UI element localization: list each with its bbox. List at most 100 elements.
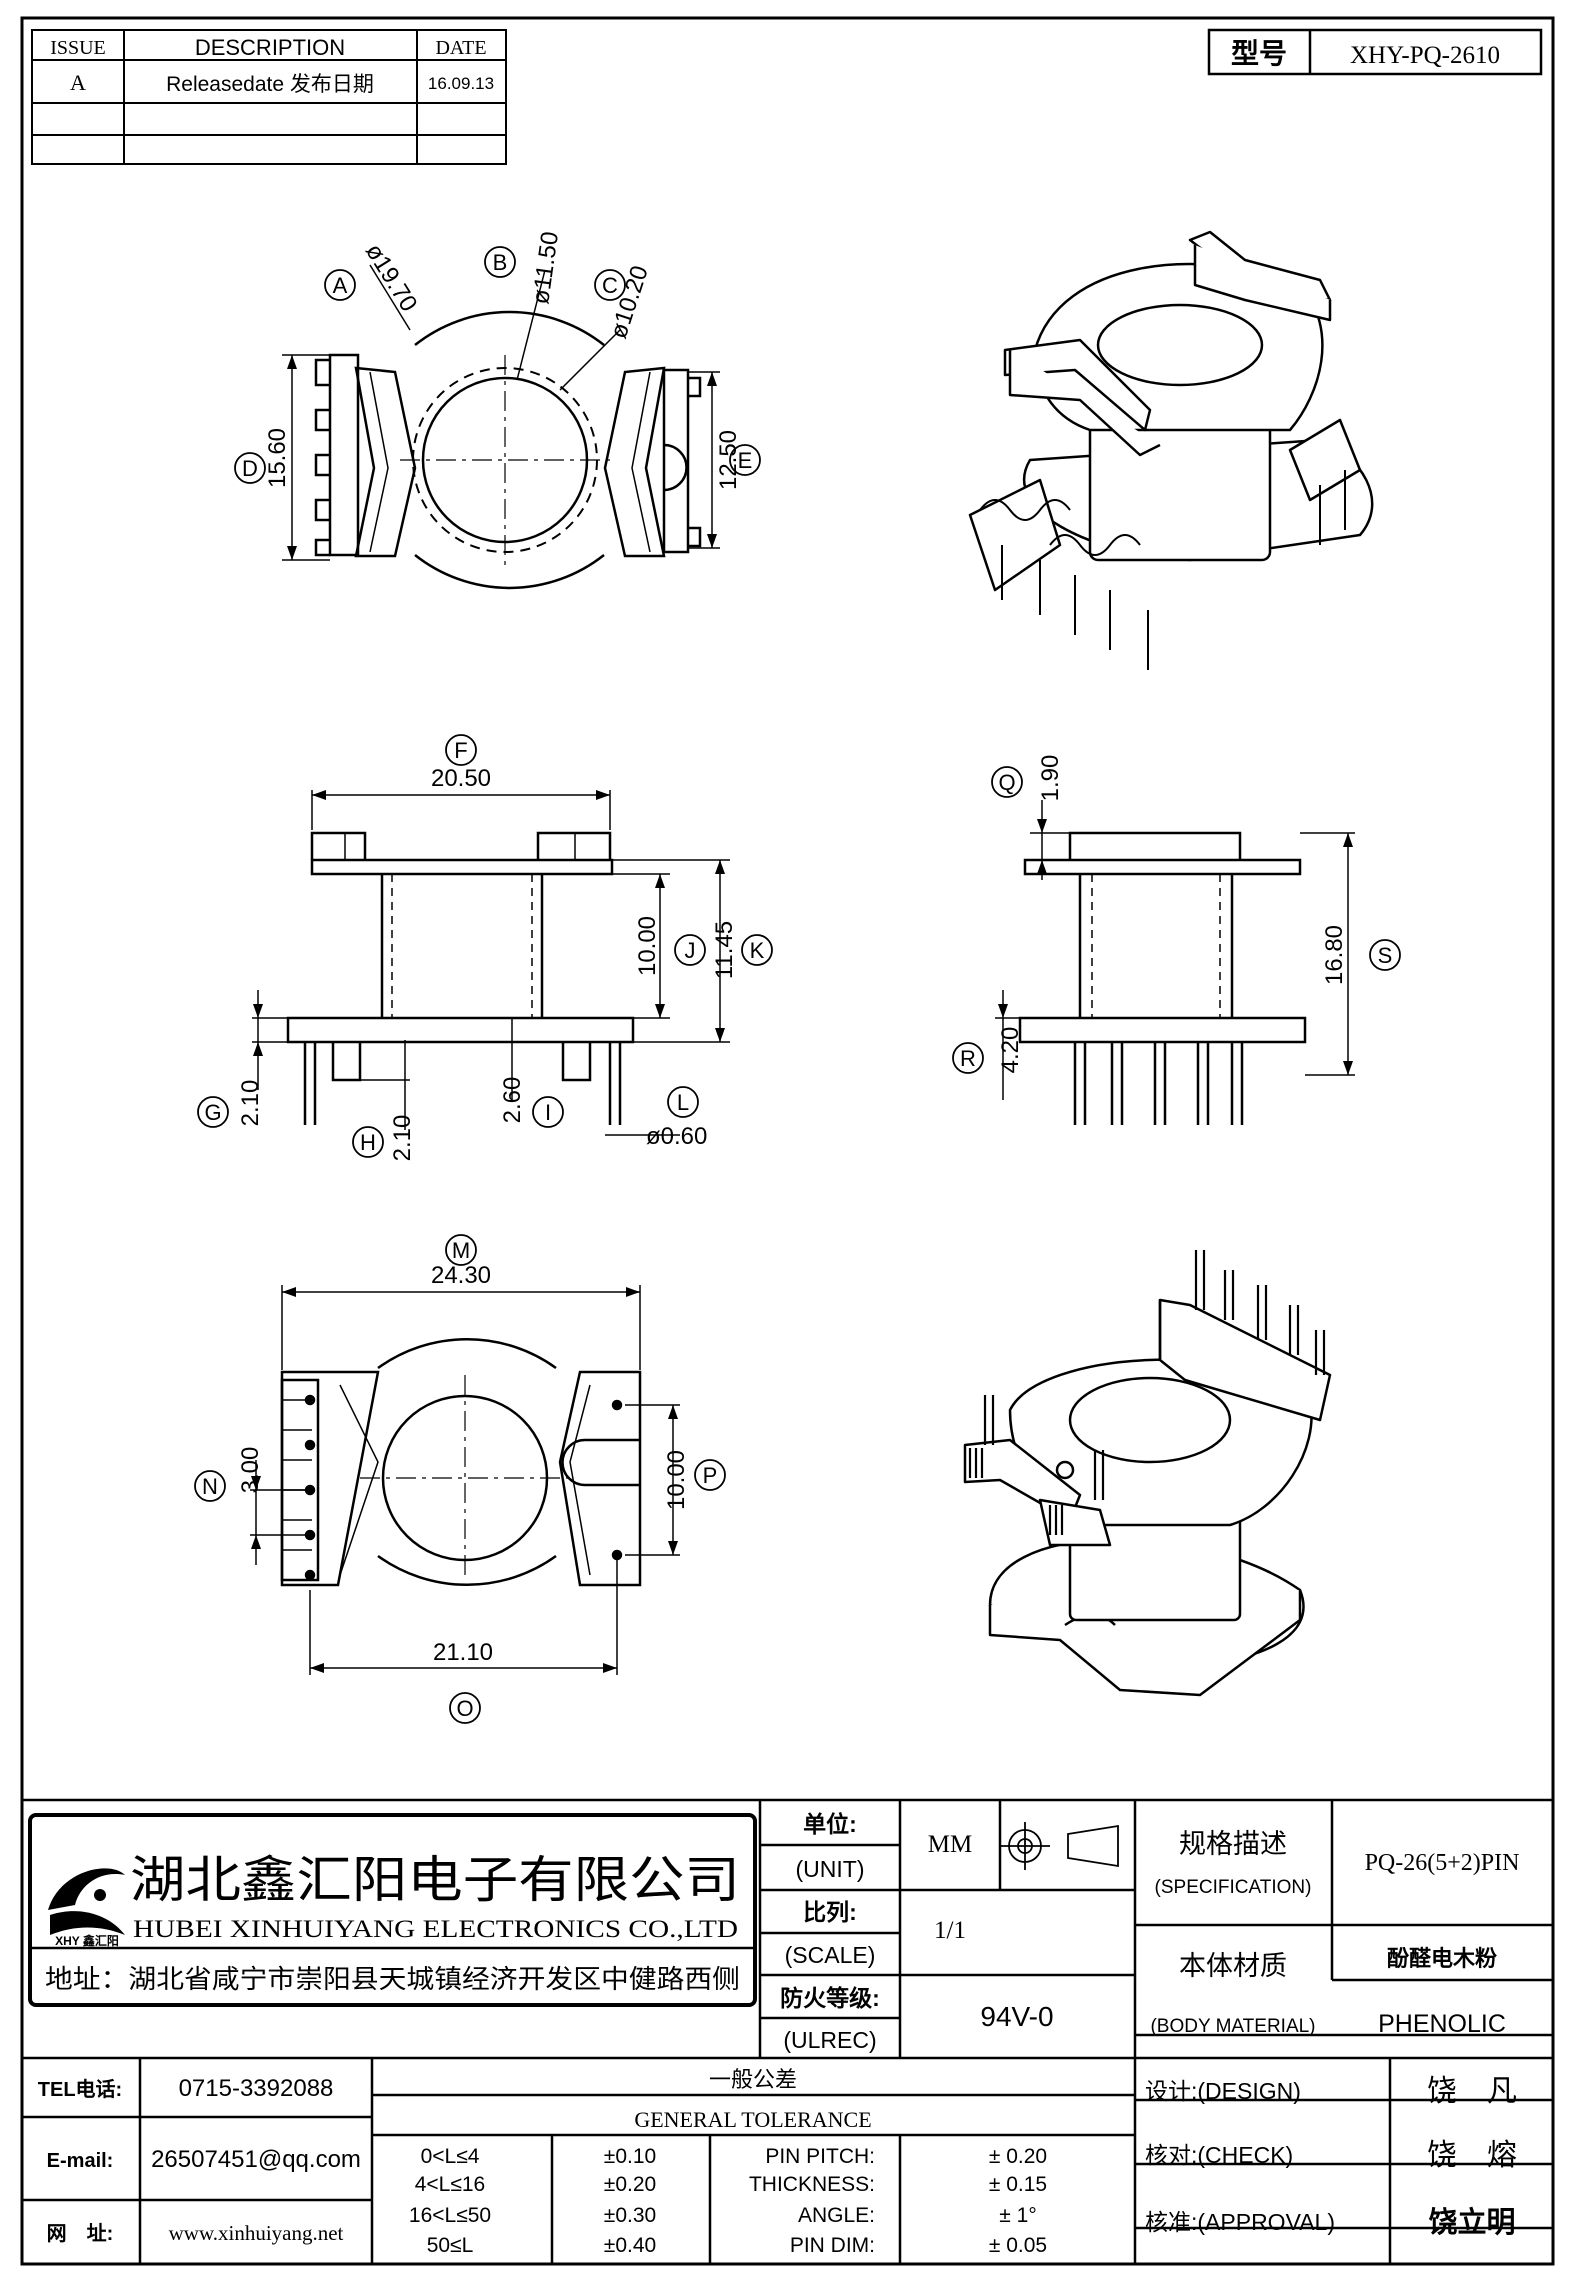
scale-value: 1/1 — [934, 1917, 966, 1944]
tolerance-range-1: 0<L≤4 — [421, 2145, 480, 2168]
side-view-arrows — [998, 819, 1353, 1075]
isometric-view-top-pins — [979, 470, 1346, 670]
projection-symbol-icon — [1000, 1822, 1119, 1870]
dim-o-value: 21.10 — [433, 1639, 493, 1666]
approval-label: 核准:(APPROVAL) — [1145, 2209, 1335, 2235]
email-label: E-mail: — [47, 2150, 114, 2172]
side-view-dim-lines — [995, 800, 1355, 1100]
email-value: 26507451@qq.com — [151, 2146, 361, 2173]
callout-n-label: N — [202, 1474, 218, 1499]
callout-h: H — [352, 1126, 384, 1158]
company-address: 地址：湖北省咸宁市崇阳县天城镇经济开发区中健路西侧 — [45, 1964, 740, 1994]
rev-row-date: 16.09.13 — [428, 74, 494, 93]
callout-i: I — [532, 1096, 564, 1128]
param-pin-dim-label: PIN DIM: — [790, 2234, 875, 2257]
callout-g: G — [197, 1096, 229, 1128]
bottom-view — [280, 1338, 642, 1587]
dim-p-value: 10.00 — [663, 1450, 690, 1510]
approval-name: 饶立明 — [1428, 2205, 1515, 2239]
scale-label: 比列: — [803, 1899, 857, 1925]
material-label: 本体材质 — [1179, 1951, 1287, 1981]
title-block-grid — [22, 1798, 1553, 2264]
tolerance-title-en: GENERAL TOLERANCE — [634, 2107, 871, 2132]
unit-value: MM — [928, 1831, 972, 1858]
isometric-view-bottom — [963, 1298, 1332, 1697]
top-view-dim-lines — [282, 264, 720, 561]
material-label-en: (BODY MATERIAL) — [1150, 2016, 1315, 2037]
tel-value: 0715-3392088 — [179, 2075, 334, 2102]
tolerance-value-3: ±0.30 — [604, 2204, 656, 2227]
param-angle-value: ± 1° — [999, 2204, 1036, 2227]
callout-c-label: C — [602, 273, 618, 298]
top-view — [314, 310, 702, 590]
tolerance-range-2: 4<L≤16 — [415, 2173, 486, 2196]
front-view-arrows — [253, 790, 725, 1056]
callout-a-label: A — [333, 273, 348, 298]
dim-d-value: 15.60 — [264, 428, 291, 488]
callout-r-label: R — [960, 1046, 976, 1071]
front-view — [286, 831, 635, 1125]
front-view-dim-lines — [252, 790, 730, 1136]
dim-k-value: 11.45 — [711, 921, 738, 979]
callout-q: Q — [991, 766, 1023, 798]
callout-c: C — [594, 269, 626, 301]
callout-p-label: P — [703, 1463, 718, 1488]
tel-label: TEL电话: — [38, 2078, 122, 2101]
model-box — [1207, 28, 1543, 76]
scale-label-en: (SCALE) — [785, 1942, 876, 1968]
tolerance-range-3: 16<L≤50 — [409, 2204, 491, 2227]
callout-s: S — [1369, 939, 1401, 971]
bottom-view-dim-lines — [250, 1285, 680, 1675]
param-pin-dim-value: ± 0.05 — [989, 2234, 1047, 2257]
dim-g-value: 2.10 — [237, 1080, 264, 1127]
bottom-view-centerlines — [360, 1375, 570, 1580]
param-pin-pitch-value: ± 0.20 — [989, 2145, 1047, 2168]
dim-m-value: 24.30 — [431, 1262, 491, 1289]
callout-n: N — [194, 1470, 226, 1502]
rev-header-description: DESCRIPTION — [195, 35, 345, 60]
tolerance-title-cn: 一般公差 — [709, 2067, 797, 2092]
rev-header-date: DATE — [435, 37, 486, 59]
material-value-en: PHENOLIC — [1378, 2010, 1506, 2038]
callout-p: P — [694, 1459, 726, 1491]
company-name-cn: 湖北鑫汇阳电子有限公司 — [130, 1852, 740, 1908]
param-angle-label: ANGLE: — [798, 2204, 875, 2227]
check-label: 核对:(CHECK) — [1145, 2142, 1293, 2168]
param-thickness-label: THICKNESS: — [749, 2173, 875, 2196]
fire-label: 防火等级: — [780, 1985, 880, 2011]
dim-e-value: 12.50 — [715, 430, 742, 490]
tolerance-value-1: ±0.10 — [604, 2145, 656, 2168]
web-value: www.xinhuiyang.net — [169, 2221, 344, 2245]
dim-n-value: 3.00 — [237, 1447, 264, 1494]
material-value-cn: 酚醛电木粉 — [1387, 1946, 1497, 1971]
dim-l-value: ø0.60 — [646, 1123, 707, 1150]
tolerance-value-2: ±0.20 — [604, 2173, 656, 2196]
callout-j: J — [674, 934, 706, 966]
top-view-arrows — [287, 355, 717, 560]
callout-o: O — [449, 1692, 481, 1724]
callout-k-label: K — [750, 938, 765, 963]
dim-i-value: 2.60 — [499, 1077, 526, 1124]
rev-header-issue: ISSUE — [50, 37, 106, 59]
design-label: 设计:(DESIGN) — [1145, 2078, 1301, 2104]
callout-b-label: B — [493, 250, 508, 275]
dim-f-value: 20.50 — [431, 765, 491, 792]
design-name: 饶 凡 — [1427, 2075, 1517, 2108]
callout-q-label: Q — [998, 770, 1015, 795]
dim-a-value: ø19.70 — [360, 239, 422, 317]
rev-row-description: Releasedate 发布日期 — [166, 73, 374, 96]
tolerance-range-4: 50≤L — [427, 2234, 474, 2257]
fire-rating-value: 94V-0 — [980, 2001, 1053, 2032]
spec-value: PQ-26(5+2)PIN — [1365, 1850, 1520, 1876]
dim-h-value: 2.10 — [389, 1115, 416, 1162]
outer-border — [20, 16, 1555, 2266]
dim-j-value: 10.00 — [634, 916, 661, 976]
callout-b: B — [484, 246, 516, 278]
model-number: XHY-PQ-2610 — [1350, 42, 1500, 69]
unit-label-en: (UNIT) — [796, 1856, 865, 1882]
callout-g-label: G — [204, 1100, 221, 1125]
callout-m: M — [445, 1234, 477, 1266]
callout-l-label: L — [677, 1090, 689, 1115]
check-name: 饶 熔 — [1427, 2139, 1517, 2172]
callout-o-label: O — [456, 1696, 473, 1721]
